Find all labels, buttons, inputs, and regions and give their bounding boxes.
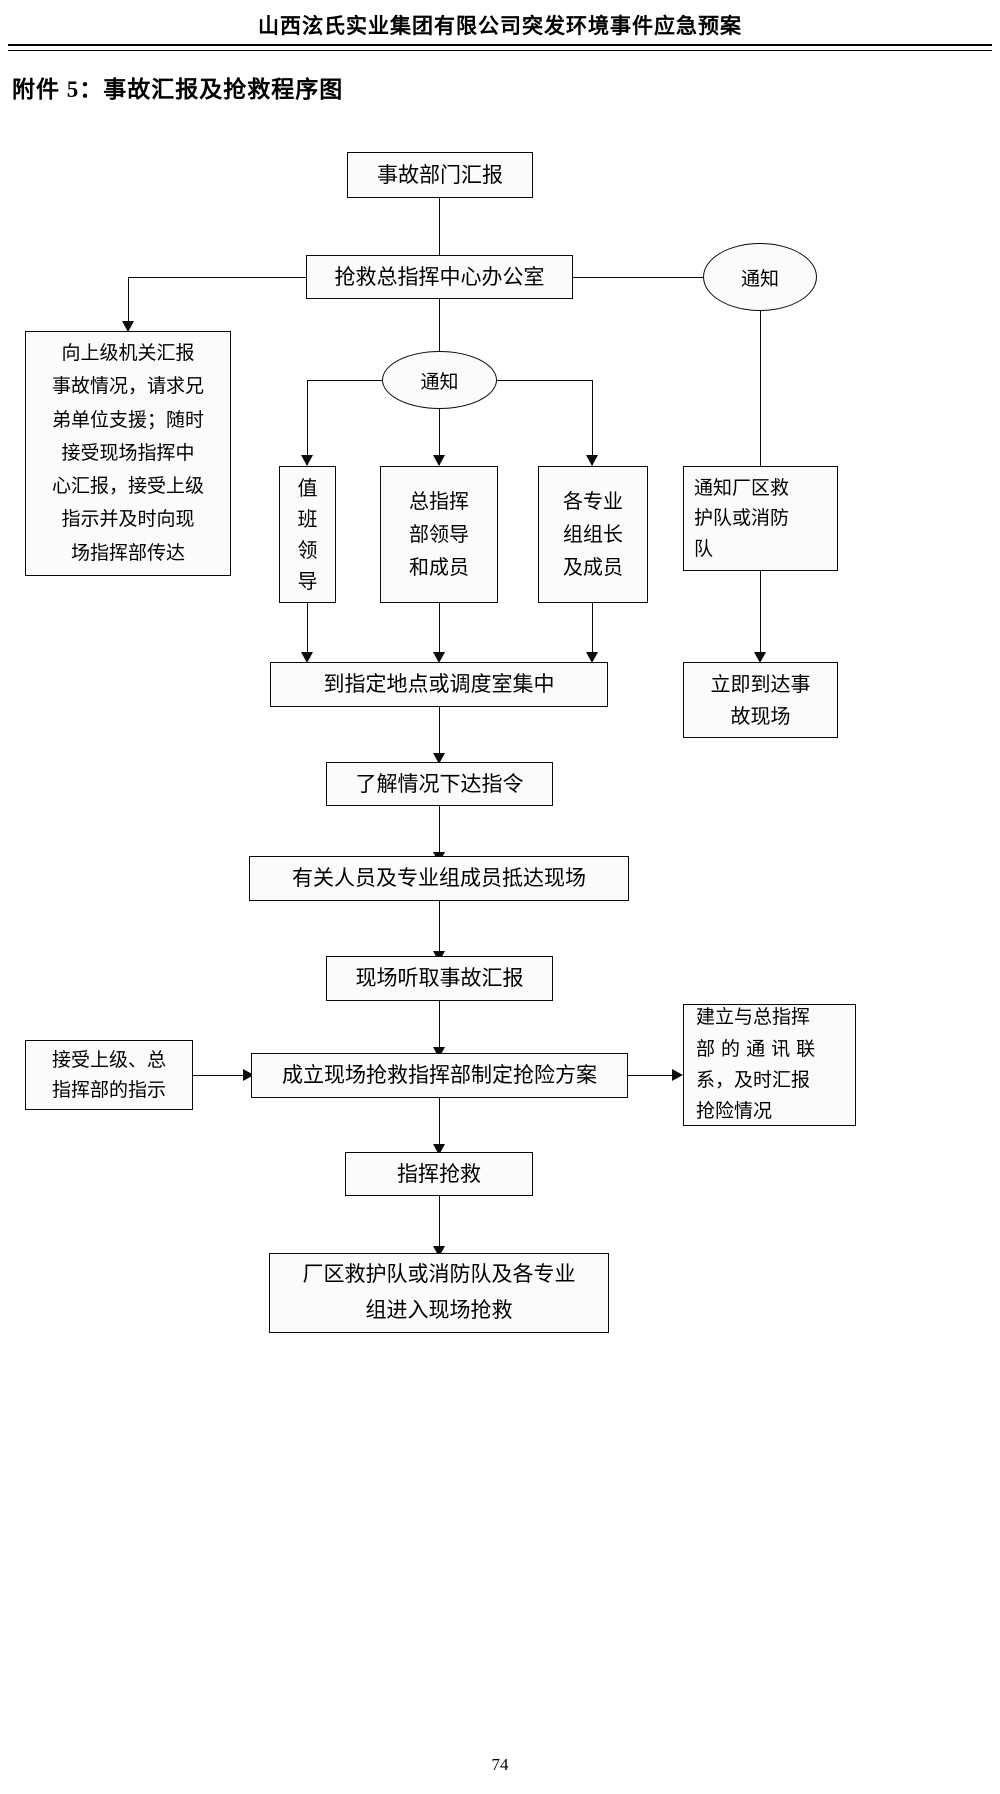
edge-n14-n16-line — [439, 1001, 440, 1047]
flow-node-establish-onsite-command[interactable]: 成立现场抢救指挥部制定抢险方案 — [251, 1053, 628, 1098]
flow-node-notify-right[interactable]: 通知 — [703, 243, 817, 311]
flow-node-gather-at-designated-place[interactable]: 到指定地点或调度室集中 — [270, 662, 608, 707]
edge-n2-n4-arrow — [122, 321, 134, 332]
page-title: 附件 5：事故汇报及抢救程序图 — [12, 77, 344, 102]
header-rule — [8, 44, 992, 51]
edge-n5-n7-arrow — [433, 455, 445, 466]
edge-n10-n12-line — [439, 707, 440, 753]
flow-node-rescue-command-center-office[interactable]: 抢救总指挥中心办公室 — [306, 255, 573, 299]
edge-n10-n12-arrow — [433, 753, 445, 764]
edge-n18-n19-arrow — [433, 1246, 445, 1257]
flow-node-maintain-communication[interactable]: 建立与总指挥 部 的 通 讯 联 系，及时汇报 抢险情况 — [683, 1004, 856, 1126]
flow-node-direct-rescue[interactable]: 指挥抢救 — [345, 1152, 533, 1196]
page-number: 74 — [491, 1755, 509, 1774]
flow-node-hear-report-on-site[interactable]: 现场听取事故汇报 — [326, 956, 553, 1001]
flow-node-receive-instructions[interactable]: 接受上级、总 指挥部的指示 — [25, 1040, 193, 1110]
edge-n16-n18-line — [439, 1098, 440, 1144]
edge-n12-n13-line — [439, 806, 440, 852]
edge-n2-n4-hline — [128, 277, 306, 278]
flow-node-notify-rescue-fire-team[interactable]: 通知厂区救 护队或消防 队 — [683, 466, 838, 571]
flow-node-duty-leader[interactable]: 值 班 领 导 — [279, 466, 336, 603]
edge-n7-n10-arrow — [433, 652, 445, 663]
edge-n14-n16-arrow — [433, 1047, 445, 1058]
edge-n5-n8-line — [592, 380, 593, 465]
edge-n2-n3-line — [573, 277, 703, 278]
edge-n8-n10-line — [592, 603, 593, 652]
edge-n5-n8-arrow — [586, 455, 598, 466]
edge-n5-n6-arrow — [301, 455, 313, 466]
edge-n13-n14-line — [439, 901, 440, 951]
edge-n6-n10-line — [307, 603, 308, 652]
flow-node-accident-dept-report[interactable]: 事故部门汇报 — [347, 152, 533, 198]
edge-n5-bus-right — [496, 380, 592, 381]
edge-n6-n10-arrow — [301, 652, 313, 663]
edge-n8-n10-arrow — [586, 652, 598, 663]
edge-n7-n10-line — [439, 603, 440, 652]
edge-n5-bus-left — [307, 380, 383, 381]
edge-n15-n16-arrow — [243, 1069, 254, 1081]
flow-node-command-leaders-members[interactable]: 总指挥 部领导 和成员 — [380, 466, 498, 603]
edge-n3-n9-line — [760, 311, 761, 518]
flow-node-specialty-group-leaders[interactable]: 各专业 组组长 及成员 — [538, 466, 648, 603]
flow-node-teams-enter-scene[interactable]: 厂区救护队或消防队及各专业 组进入现场抢救 — [269, 1253, 609, 1333]
flow-node-report-to-superior[interactable]: 向上级机关汇报 事故情况，请求兄 弟单位支援；随时 接受现场指挥中 心汇报，接受… — [25, 331, 231, 576]
edge-n18-n19-line — [439, 1196, 440, 1246]
edge-n5-n7-line — [439, 409, 440, 465]
edge-n5-n6-line — [307, 380, 308, 465]
edge-n2-n4-vline — [128, 277, 129, 321]
flow-node-arrive-accident-scene[interactable]: 立即到达事 故现场 — [683, 662, 838, 738]
flow-node-personnel-arrive-scene[interactable]: 有关人员及专业组成员抵达现场 — [249, 856, 629, 901]
flow-node-notify-center[interactable]: 通知 — [382, 351, 497, 409]
edge-n9-n11-line — [760, 571, 761, 652]
edge-n2-n5-line — [439, 299, 440, 383]
edge-n15-n16-line — [193, 1075, 243, 1076]
edge-n16-n17-line — [628, 1075, 672, 1076]
edge-n16-n17-arrow — [672, 1069, 683, 1081]
running-header-title: 山西泫氏实业集团有限公司突发环境事件应急预案 — [258, 14, 742, 38]
edge-n9-n11-arrow — [754, 652, 766, 663]
edge-n16-n18-arrow — [433, 1144, 445, 1155]
flow-node-understand-situation-issue-orders[interactable]: 了解情况下达指令 — [326, 762, 553, 806]
edge-n1-n2-line — [439, 198, 440, 272]
